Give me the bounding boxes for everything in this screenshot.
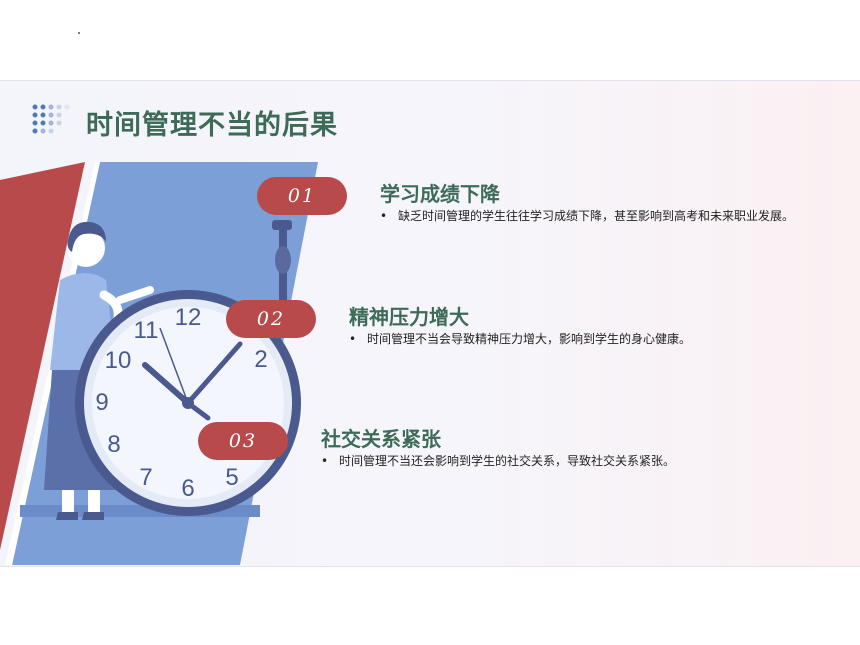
lamp-icon xyxy=(272,220,292,302)
bullet: • xyxy=(349,332,357,346)
clock-number: 2 xyxy=(254,346,267,373)
item-description-text: 时间管理不当会导致精神压力增大，影响到学生的身心健康。 xyxy=(367,332,692,346)
item-description: • 时间管理不当会导致精神压力增大，影响到学生的身心健康。 xyxy=(349,331,799,348)
clock-number: 12 xyxy=(175,304,202,331)
item-number-badge: 03 xyxy=(198,422,288,460)
bullet: • xyxy=(321,454,329,468)
clock-number: 7 xyxy=(139,464,152,491)
clock-number: 9 xyxy=(95,389,108,416)
red-shape xyxy=(0,162,85,550)
page-title: 时间管理不当的后果 xyxy=(86,110,338,141)
item-title: 学习成绩下降 xyxy=(380,182,500,206)
item-title: 精神压力增大 xyxy=(349,305,469,329)
clock-number: 5 xyxy=(225,464,238,491)
bullet: • xyxy=(380,209,388,223)
clock-number: 6 xyxy=(181,475,194,502)
dot-grid-icon xyxy=(32,104,70,134)
item-number-badge: 01 xyxy=(257,177,347,215)
clock-number: 8 xyxy=(107,431,120,458)
item-description-text: 缺乏时间管理的学生往往学习成绩下降，甚至影响到高考和未来职业发展。 xyxy=(398,209,795,223)
item-number-badge: 02 xyxy=(226,300,316,338)
item-description: • 时间管理不当还会影响到学生的社交关系，导致社交关系紧张。 xyxy=(321,453,791,470)
clock-number: 10 xyxy=(105,347,132,374)
item-description-text: 时间管理不当还会影响到学生的社交关系，导致社交关系紧张。 xyxy=(339,454,676,468)
clock-number: 11 xyxy=(134,317,159,344)
small-dot-mark xyxy=(78,32,80,34)
item-title: 社交关系紧张 xyxy=(321,427,441,451)
woman-with-clock-illustration: 12 11 10 9 8 7 6 5 2 xyxy=(0,162,318,565)
item-description: • 缺乏时间管理的学生往往学习成绩下降，甚至影响到高考和未来职业发展。 xyxy=(380,208,800,225)
